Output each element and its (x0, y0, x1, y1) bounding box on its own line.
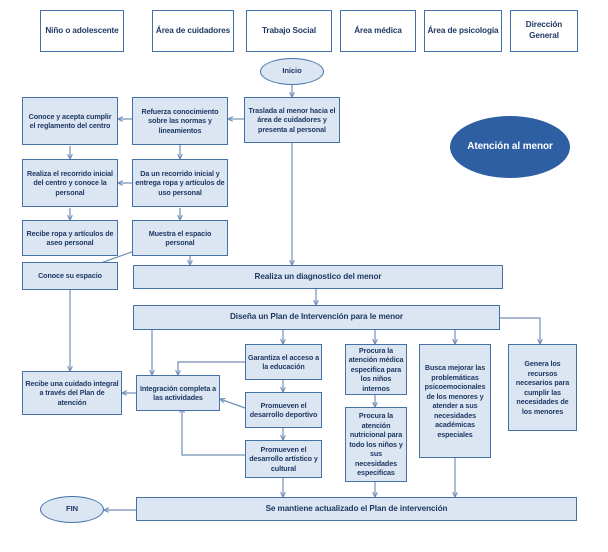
lane-header-direccion-general: Dirección General (510, 10, 578, 52)
node-genera-recursos: Genera los recursos necesarios para cump… (508, 344, 577, 431)
node-promueven-desarrollo-deportivo: Promueven el desarrollo deportivo (245, 392, 322, 428)
node-procura-atencion-nutricional: Procura la atención nutricional para tod… (345, 407, 407, 482)
node-da-recorrido-inicial: Da un recorrido inicial y entrega ropa y… (132, 159, 228, 207)
lane-header-area-medica: Área médica (340, 10, 416, 52)
node-disena-plan-intervencion: Diseña un Plan de Intervención para le m… (133, 305, 500, 330)
node-se-mantiene-actualizado: Se mantiene actualizado el Plan de inter… (136, 497, 577, 521)
node-conoce-su-espacio: Conoce su espacio (22, 262, 118, 290)
start-terminator: Inicio (260, 58, 324, 85)
node-recibe-ropa-articulos: Recibe ropa y artículos de aseo personal (22, 220, 118, 256)
lane-header-cuidadores: Área de cuidadores (152, 10, 234, 52)
node-realiza-recorrido-inicial: Realiza el recorrido inicial del centro … (22, 159, 118, 207)
node-conoce-y-acepta-reglamento: Conoce y acepta cumplir el reglamento de… (22, 97, 118, 145)
node-realiza-diagnostico: Realiza un diagnostico del menor (133, 265, 503, 289)
title-badge: Atención al menor (450, 116, 570, 178)
lane-header-nino: Niño o adolescente (40, 10, 124, 52)
node-integracion-completa: Integración completa a las actividades (136, 375, 220, 411)
lane-header-psicologia: Área de psicología (424, 10, 502, 52)
node-muestra-espacio-personal: Muestra el espacio personal (132, 220, 228, 256)
node-refuerza-conocimiento: Refuerza conocimiento sobre las normas y… (132, 97, 228, 145)
node-promueven-desarrollo-artistico: Promueven el desarrollo artístico y cult… (245, 440, 322, 478)
node-traslada-al-menor: Traslada al menor hacia el área de cuida… (244, 97, 340, 143)
node-procura-atencion-medica: Procura la atención médica especifica pa… (345, 344, 407, 395)
node-garantiza-acceso-educacion: Garantiza el acceso a la educación (245, 344, 322, 380)
node-recibe-cuidado-integral: Recibe una cuidado integral a través del… (22, 371, 122, 415)
node-busca-mejorar-psicoemocional: Busca mejorar las problemáticas psicoemo… (419, 344, 491, 458)
end-terminator: FIN (40, 496, 104, 523)
lane-header-trabajo-social: Trabajo Social (246, 10, 332, 52)
